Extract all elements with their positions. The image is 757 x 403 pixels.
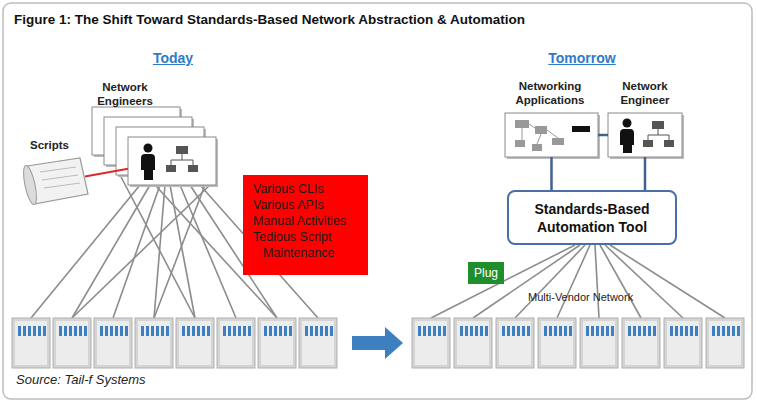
node-text: Plug — [474, 266, 498, 280]
automation-tool-box: Standards-Based Automation Tool — [507, 190, 677, 245]
plug-tag: Plug — [468, 262, 504, 284]
connector-line — [598, 134, 608, 137]
network-label: Multi-Vendor Network — [528, 291, 668, 303]
frame — [3, 3, 752, 399]
connector-line — [85, 169, 128, 177]
script-scroll: Scripts — [18, 160, 85, 205]
node-heading: Network Engineer — [598, 79, 692, 107]
engineer-card-stack: Network Engineers — [128, 137, 216, 185]
figure-title: Figure 1: The Shift Toward Standards-Bas… — [14, 12, 525, 27]
node-heading: Network Engineers — [75, 80, 175, 108]
script-scroll-icon — [21, 158, 88, 206]
network-wires — [31, 175, 725, 318]
connector-line — [550, 157, 553, 190]
node-text: Manual Activities — [253, 213, 360, 229]
section-heading: Today — [123, 50, 223, 66]
engineer-cards — [92, 107, 218, 187]
source-caption: Source: Tail-f Systems — [16, 372, 146, 387]
connector-line — [644, 157, 647, 190]
engineer-card: Network Engineer — [608, 113, 682, 157]
application-card: Networking Applications — [505, 113, 598, 157]
node-text: Various CLIs — [253, 181, 360, 197]
node-text: Standards-Based Automation Tool — [523, 200, 661, 236]
node-heading: Scripts — [30, 138, 90, 152]
transition-arrow — [352, 327, 403, 359]
application-card-art — [505, 113, 600, 159]
switch-row — [12, 318, 744, 368]
node-text: Various APIs — [253, 197, 360, 213]
single-engineer-card-art — [608, 113, 684, 159]
node-heading: Networking Applications — [495, 79, 605, 107]
section-heading: Tomorrow — [522, 50, 642, 66]
issue-callout: Various CLIsVarious APIsManual Activitie… — [243, 175, 368, 275]
node-text: Tedious Script Maintenance — [253, 229, 360, 261]
